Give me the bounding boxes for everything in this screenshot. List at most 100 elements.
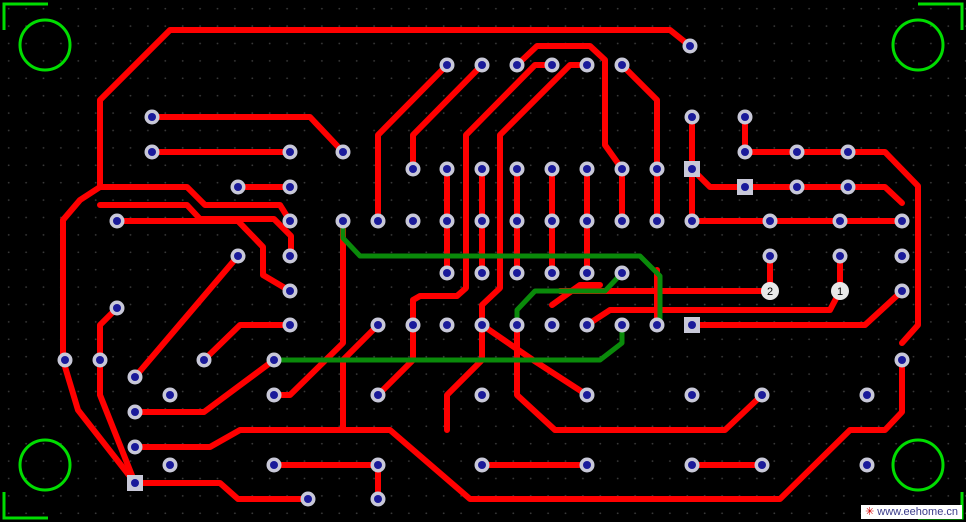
top-trace: [689, 288, 905, 328]
pad-hole: [548, 269, 556, 277]
pad-hole: [583, 269, 591, 277]
pad-hole: [548, 321, 556, 329]
bottom-trace: [271, 322, 625, 363]
mounting-hole: [891, 438, 945, 492]
pad-hole: [200, 356, 208, 364]
pad-hole: [898, 356, 906, 364]
pad-hole: [618, 165, 626, 173]
pad-hole: [478, 461, 486, 469]
pad-hole: [686, 42, 694, 50]
pad-hole: [148, 113, 156, 121]
top-trace: [444, 322, 485, 433]
top-trace: [619, 62, 660, 224]
top-trace: [514, 43, 625, 172]
top-trace: [114, 218, 293, 294]
pad-hole: [766, 252, 774, 260]
pad-hole: [688, 391, 696, 399]
corner-mark: [2, 492, 48, 520]
pad-hole: [618, 269, 626, 277]
pad-hole: [766, 217, 774, 225]
pad-hole: [478, 217, 486, 225]
pad-hole: [339, 217, 347, 225]
pad-hole: [374, 461, 382, 469]
pad-hole: [836, 252, 844, 260]
top-trace: [479, 62, 590, 328]
pad-hole: [478, 61, 486, 69]
top-trace: [132, 253, 241, 380]
pad-hole: [844, 148, 852, 156]
pad-hole: [688, 165, 696, 173]
watermark-text: www.eehome.cn: [877, 506, 958, 518]
pad-hole: [653, 165, 661, 173]
pad-hole: [836, 217, 844, 225]
pad-hole: [741, 183, 749, 191]
top-trace: [60, 184, 138, 486]
pad-hole: [131, 443, 139, 451]
pad-hole: [304, 495, 312, 503]
pad-hole: [113, 217, 121, 225]
top-trace: [271, 218, 346, 398]
top-trace: [375, 62, 450, 224]
pad-hole: [863, 461, 871, 469]
pad-hole: [513, 165, 521, 173]
corner-mark: [2, 2, 48, 30]
pad-hole: [793, 148, 801, 156]
mounting-hole: [18, 438, 72, 492]
top-trace: [97, 27, 693, 190]
pad-hole: [741, 113, 749, 121]
pad-hole: [374, 391, 382, 399]
pad-hole: [478, 321, 486, 329]
pad-hole: [374, 495, 382, 503]
pad-hole: [898, 252, 906, 260]
pad-hole: [131, 373, 139, 381]
watermark: ✳www.eehome.cn: [861, 505, 962, 519]
pad-hole: [286, 148, 294, 156]
pad-hole: [286, 217, 294, 225]
pad-hole: [286, 183, 294, 191]
pad-label: 2: [767, 286, 773, 298]
pad-hole: [618, 321, 626, 329]
top-trace: [97, 184, 293, 224]
pad-hole: [339, 148, 347, 156]
pad-hole: [478, 269, 486, 277]
numbered-pad: [761, 282, 779, 300]
pad-hole: [688, 217, 696, 225]
pad-hole: [374, 321, 382, 329]
pad-hole: [758, 461, 766, 469]
pad-hole: [113, 304, 121, 312]
pad-hole: [443, 321, 451, 329]
pad-hole: [234, 183, 242, 191]
pad-hole: [478, 165, 486, 173]
mounting-hole: [891, 18, 945, 72]
pad-hole: [688, 321, 696, 329]
pad-hole: [688, 113, 696, 121]
bottom-trace: [514, 270, 625, 328]
top-trace: [514, 322, 765, 433]
top-trace: [132, 480, 311, 502]
pad-hole: [688, 461, 696, 469]
pad-hole: [513, 269, 521, 277]
pad-hole: [583, 61, 591, 69]
pad-hole: [166, 391, 174, 399]
pad-hole: [96, 356, 104, 364]
top-trace: [201, 322, 293, 363]
mounting-hole: [18, 18, 72, 72]
pad-hole: [618, 217, 626, 225]
pad-hole: [270, 461, 278, 469]
pad-hole: [286, 252, 294, 260]
top-trace: [410, 62, 555, 328]
pad-hole: [513, 61, 521, 69]
pad-hole: [653, 321, 661, 329]
pad-hole: [758, 391, 766, 399]
pad-hole: [583, 391, 591, 399]
pad-hole: [409, 321, 417, 329]
pad-hole: [583, 461, 591, 469]
top-trace: [152, 114, 346, 155]
pad-hole: [653, 217, 661, 225]
pad-hole: [443, 269, 451, 277]
pad-hole: [741, 148, 749, 156]
corner-mark: [918, 2, 964, 30]
pad-hole: [583, 321, 591, 329]
